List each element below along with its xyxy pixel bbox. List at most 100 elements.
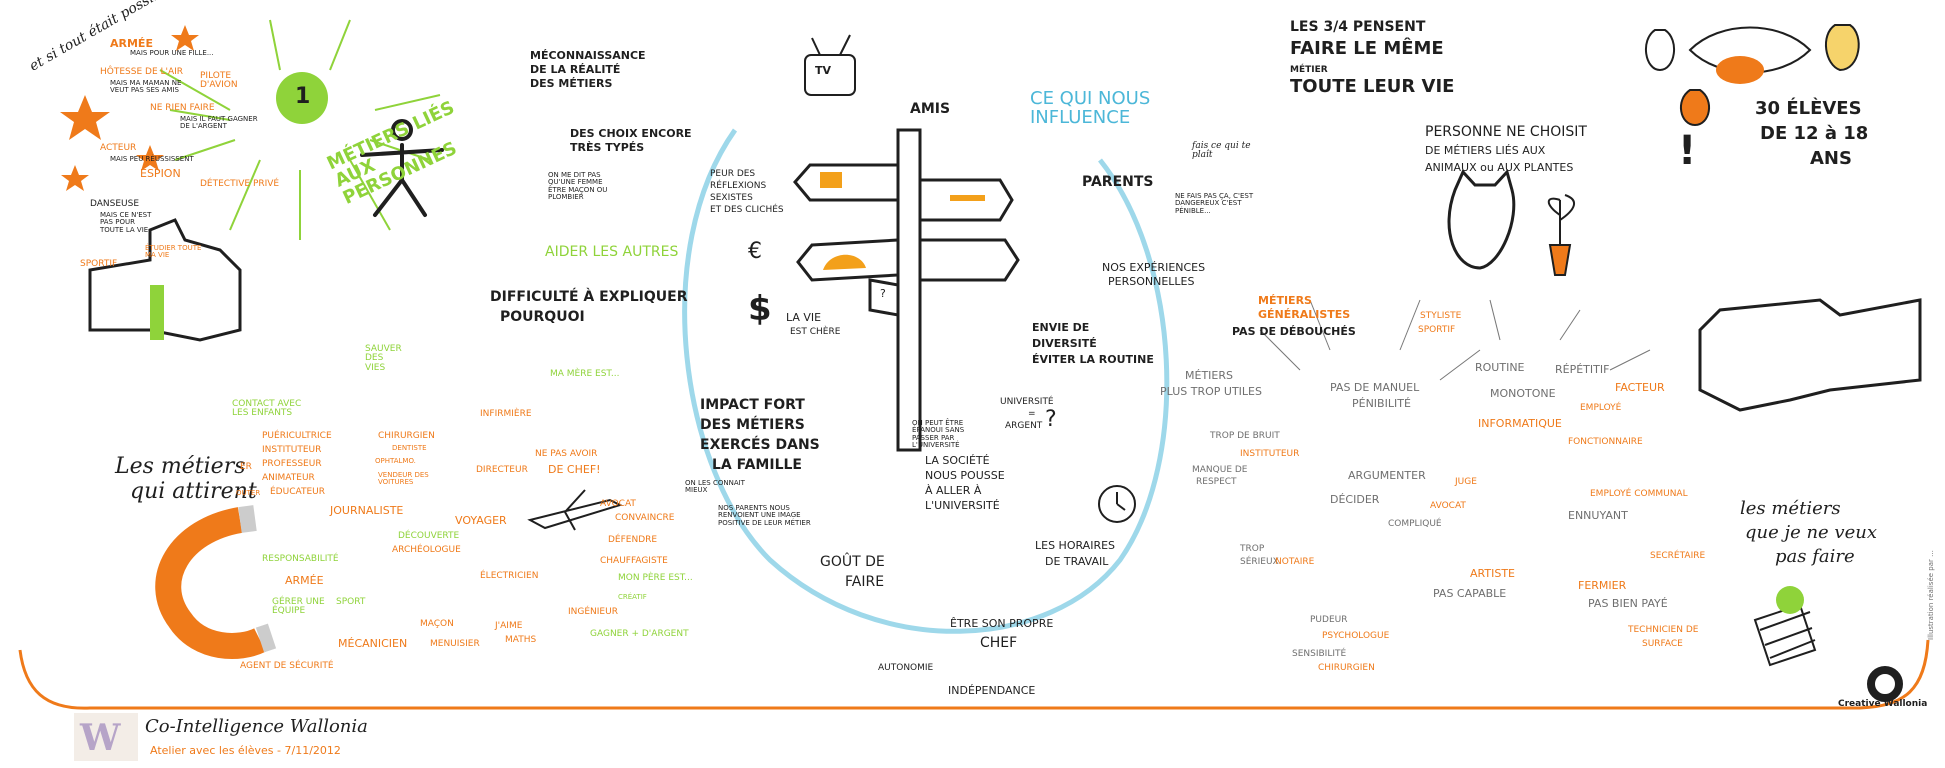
nos-parents: NOS PARENTS NOUS RENVOIENT UNE IMAGE POS… [718, 504, 811, 527]
univ-question: ? [1045, 407, 1057, 432]
job-educateur: ÉDUCATEUR [270, 487, 325, 497]
unw-chirurgien: CHIRURGIEN [1318, 663, 1375, 673]
unw-manque-2: RESPECT [1196, 477, 1237, 487]
horaires-2: DE TRAVAIL [1045, 555, 1109, 568]
difficulte-1: DIFFICULTÉ À EXPLIQUER [490, 289, 688, 305]
peur-1: PEUR DES [710, 169, 756, 179]
job-creatif: CRÉATIF [618, 593, 647, 601]
job-menuisier: MENUISIER [430, 639, 480, 649]
patron-1: ÊTRE SON PROPRE [950, 617, 1054, 630]
no-animals-2: DE MÉTIERS LIÉS AUX [1425, 144, 1546, 157]
unw-avocat: AVOCAT [1430, 501, 1466, 511]
unw-argumenter: ARGUMENTER [1348, 469, 1426, 482]
unw-secretaire: SECRÉTAIRE [1650, 551, 1706, 561]
thumbs-up-icon [88, 218, 242, 342]
job-chauffagiste: CHAUFFAGISTE [600, 556, 668, 566]
job-instituteur: INSTITUTEUR [262, 445, 322, 455]
job-macon: MAÇON [420, 619, 454, 629]
partner-name: Creative Wallonia [1838, 699, 1928, 709]
unw-psychologue: PSYCHOLOGUE [1322, 631, 1390, 641]
parents-bubble-1: fais ce qui te plaît [1192, 141, 1251, 161]
dream-danseuse-note: MAIS CE N'EST PAS POUR TOUTE LA VIE [100, 211, 152, 234]
speech-blob-icon [1716, 56, 1764, 84]
unw-trop-serieux-2: SÉRIEUX [1240, 557, 1279, 567]
societe-2: NOUS POUSSE [925, 469, 1005, 482]
job-electricien: ÉLECTRICIEN [480, 571, 539, 581]
meconnaissance-2: DE LA RÉALITÉ [530, 63, 621, 76]
job-puericultrice: PUÉRICULTRICE [262, 431, 332, 441]
dream-espion: ESPION [140, 167, 181, 180]
unw-manque-1: MANQUE DE [1192, 465, 1248, 475]
envie-3: ÉVITER LA ROUTINE [1032, 353, 1154, 366]
unw-pas-manuel-2: PÉNIBILITÉ [1352, 397, 1411, 410]
question-mark: ? [880, 287, 886, 300]
unwanted-title-3: pas faire [1775, 546, 1855, 567]
students-2: DE 12 à 18 [1760, 123, 1869, 144]
unw-plus-utiles-2: PLUS TROP UTILES [1160, 385, 1262, 398]
unw-pas-paye: PAS BIEN PAYÉ [1588, 597, 1668, 610]
unw-trop-serieux-1: TROP [1240, 544, 1265, 554]
experiences-2: PERSONNELLES [1108, 275, 1195, 288]
dream-detective: DÉTECTIVE PRIVÉ [200, 179, 280, 189]
amis-label: AMIS [910, 101, 951, 117]
credit-text: Illustration réalisée par ... [1927, 550, 1935, 640]
same-job-2: FAIRE LE MÊME [1290, 38, 1444, 59]
job-infirmiere: INFIRMIÈRE [480, 409, 532, 419]
job-ophtalmo: OPHTALMO. [375, 457, 416, 465]
svg-text:W: W [79, 717, 121, 759]
cat-icon [1447, 169, 1516, 270]
bubble-epanoui: ON PEUT ÊTRE ÉPANOUI SANS PASSER PAR L'U… [912, 419, 965, 450]
unw-notaire: NOTAIRE [1275, 557, 1315, 567]
impact-1: IMPACT FORT [700, 397, 805, 413]
on-les-connait: ON LES CONNAIT MIEUX [685, 479, 745, 495]
exclamation: ! [1678, 128, 1697, 174]
dream-acteur-note: MAIS PEU RÉUSSISSENT [110, 155, 194, 163]
unw-fermier: FERMIER [1578, 579, 1627, 592]
la-vie-2: EST CHÈRE [790, 327, 841, 337]
dream-danseuse: DANSEUSE [90, 199, 140, 209]
unw-metiers-gen-1: MÉTIERS [1258, 294, 1312, 307]
unwanted-title-2: que je ne veux [1745, 522, 1877, 543]
no-animals-3: ANIMAUX ou AUX PLANTES [1425, 161, 1574, 174]
societe-3: À ALLER À [925, 484, 982, 497]
impact-4: LA FAMILLE [712, 457, 802, 473]
plant-icon [1547, 194, 1575, 276]
dream-ne-rien: NE RIEN FAIRE [150, 103, 215, 113]
unw-pas-debouches: PAS DE DÉBOUCHÉS [1232, 325, 1356, 338]
envie-2: DIVERSITÉ [1032, 337, 1097, 350]
same-job-4: TOUTE LEUR VIE [1290, 76, 1455, 97]
job-defendre: DÉFENDRE [608, 535, 658, 545]
unw-sportif: SPORTIF [1418, 325, 1456, 335]
influence-swirl [682, 128, 1170, 634]
unw-sensibilite: SENSIBILITÉ [1292, 649, 1347, 659]
autonomie: AUTONOMIE [878, 663, 934, 673]
students-1: 30 ÉLÈVES [1755, 98, 1862, 119]
unw-pas-capable: PAS CAPABLE [1433, 587, 1507, 600]
clock-icon [1098, 485, 1136, 523]
job-ingenieur: INGÉNIEUR [568, 607, 618, 617]
job-avocat: AVOCAT [600, 499, 636, 509]
unw-facteur: FACTEUR [1615, 381, 1665, 394]
dream-etudier: ÉTUDIER TOUTE MA VIE [145, 244, 202, 260]
job-journaliste: JOURNALISTE [330, 504, 404, 517]
peur-2: RÉFLEXIONS [710, 181, 767, 191]
job-voyager: VOYAGER [455, 514, 507, 527]
same-job-3: MÉTIER [1290, 65, 1328, 75]
helmet-icon [823, 254, 866, 270]
job-animateur: ANIMATEUR [262, 473, 315, 483]
dollar-icon: $ [748, 289, 772, 329]
unwanted-title-1: les métiers [1740, 498, 1841, 519]
brand-subtitle: Atelier avec les élèves - 7/11/2012 [150, 744, 341, 757]
unw-informatique: INFORMATIQUE [1478, 417, 1562, 430]
rays-gray [1259, 299, 1651, 381]
attract-title-1: Les métiers [115, 454, 246, 479]
unw-juge: JUGE [1455, 477, 1477, 487]
parents-bubble-2: NE FAIS PAS ÇA, C'EST DANGEREUX C'EST PÉ… [1175, 192, 1254, 215]
co-intelligence-logo: W [74, 713, 138, 761]
unw-employe: EMPLOYÉ [1580, 403, 1622, 413]
job-maths: MATHS [505, 635, 537, 645]
unw-pas-manuel-1: PAS DE MANUEL [1330, 381, 1420, 394]
impact-2: DES MÉTIERS [700, 417, 805, 433]
ma-mere-text: MA MÈRE EST... [550, 369, 620, 379]
